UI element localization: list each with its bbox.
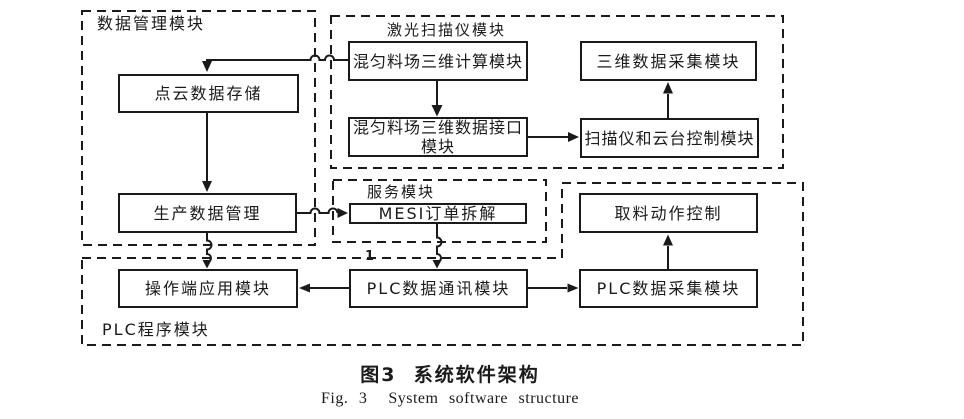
box-mesi-order-split: MESI订单拆解	[349, 203, 527, 224]
arrow-calc3d-to-pointcloud	[206, 54, 348, 62]
laser-group-border	[330, 15, 784, 169]
box-3d-data-interface-module: 混匀料场三维数据接口 模块	[348, 117, 528, 157]
group-label-service: 服务模块	[365, 183, 438, 201]
group-label-data-mgmt: 数据管理模块	[95, 14, 208, 33]
arrowhead-production-to-opapp	[202, 260, 212, 269]
box-plc-data-collect-module: PLC数据采集模块	[579, 269, 758, 308]
arrowhead-calc3d-to-pointcloud	[202, 61, 212, 72]
box-scanner-pantilt-ctrl-module: 扫描仪和云台控制模块	[580, 118, 759, 158]
arrow-mesi-to-plccomm	[436, 224, 443, 263]
group-label-laser: 激光扫描仪模块	[385, 21, 509, 39]
arrowhead-interface3d-to-scannerctrl	[568, 132, 579, 142]
arrowhead-production-to-mesi	[337, 208, 348, 218]
arrow-production-to-opapp	[206, 233, 213, 263]
arrows	[202, 54, 673, 293]
box-3d-calc-module: 混匀料场三维计算模块	[348, 41, 528, 81]
group-label-plc: PLC程序模块	[100, 320, 212, 339]
arrowhead-pointcloud-to-production	[202, 181, 212, 192]
arrowhead-plccollect-to-reclaim	[663, 234, 673, 246]
plc-group-border	[81, 182, 804, 346]
figure-caption-en: Fig. 3 System software structure	[320, 390, 580, 407]
stray-digit-label: 1	[365, 249, 375, 264]
data-mgmt-group-border	[81, 10, 316, 246]
box-3d-data-collect-module: 三维数据采集模块	[580, 41, 757, 81]
box-reclaim-action-ctrl: 取料动作控制	[579, 193, 758, 233]
box-point-cloud-storage: 点云数据存储	[118, 74, 299, 113]
arrowhead-plccomm-to-plccollect	[567, 283, 579, 293]
box-operator-app-module: 操作端应用模块	[118, 269, 298, 308]
arrowhead-mesi-to-plccomm	[432, 260, 442, 269]
dashed-group-borders	[81, 10, 804, 346]
arrowhead-plccomm-to-opapp	[299, 283, 310, 293]
figure-caption-zh: 图3 系统软件架构	[360, 364, 540, 386]
service-group-border	[332, 179, 547, 243]
arrowhead-scannerctrl-to-collect3d	[663, 82, 673, 94]
box-production-data-mgmt: 生产数据管理	[118, 193, 297, 233]
box-plc-data-comm-module: PLC数据通讯模块	[349, 269, 528, 308]
arrowhead-calc3d-to-interface3d	[431, 105, 443, 117]
arrow-production-to-mesi	[297, 207, 339, 214]
